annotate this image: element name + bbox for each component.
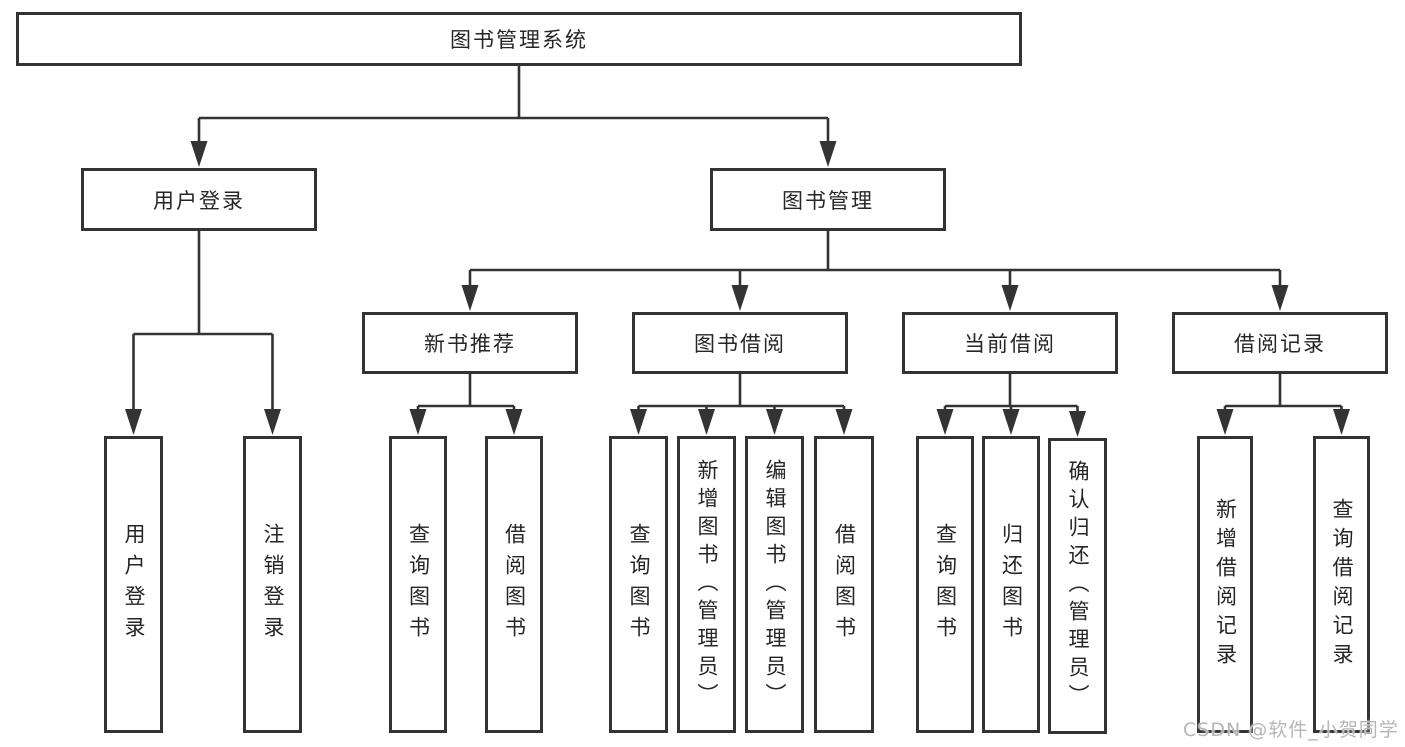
arrowhead-icon [1001, 285, 1019, 311]
connector-currentborrow-to-leaves [943, 374, 1079, 413]
arrowhead-icon [125, 409, 142, 435]
connector-newbookrec-to-leaves [416, 374, 516, 411]
node-book-management: 图书管理 [710, 168, 946, 231]
arrowhead-icon [766, 409, 783, 435]
connector-borrowrecord-to-leaves [1223, 374, 1343, 411]
connector-bookborrow-to-leaves [637, 374, 846, 411]
leaf-confirm-return-admin: 确认归还（管理员） [1048, 438, 1107, 734]
arrowhead-icon [409, 409, 427, 435]
arrowhead-icon [505, 409, 523, 435]
leaf-query-books-recommend: 查询图书 [389, 436, 447, 733]
node-user-login: 用户登录 [81, 168, 317, 231]
node-book-borrowing: 图书借阅 [632, 312, 848, 374]
leaf-query-books-current: 查询图书 [916, 436, 974, 733]
leaf-query-borrow-record: 查询借阅记录 [1313, 436, 1370, 733]
node-borrowing-records: 借阅记录 [1172, 312, 1388, 374]
arrowhead-icon [461, 285, 479, 311]
arrowhead-icon [1333, 409, 1350, 435]
arrowhead-icon [731, 285, 749, 311]
leaf-borrow-books-recommend: 借阅图书 [485, 436, 543, 733]
arrowhead-icon [264, 409, 281, 435]
arrowheads [125, 141, 1350, 437]
arrowhead-icon [835, 409, 853, 435]
leaf-edit-books-admin: 编辑图书（管理员） [745, 436, 804, 733]
connector-bookmgmt-to-level3 [468, 231, 1282, 287]
leaf-return-books: 归还图书 [982, 436, 1040, 733]
arrowhead-icon [698, 409, 715, 435]
connector-paths [132, 66, 1343, 413]
leaf-query-books-borrowing: 查询图书 [609, 436, 668, 733]
leaf-add-books-admin: 新增图书（管理员） [677, 436, 736, 733]
arrowhead-icon [1216, 409, 1234, 435]
arrowhead-icon [1271, 285, 1289, 311]
leaf-logout: 注销登录 [243, 436, 302, 733]
arrowhead-icon [630, 409, 647, 435]
connector-userlogin-to-leaves [132, 231, 274, 412]
node-current-borrowing: 当前借阅 [902, 312, 1118, 374]
connector-root-to-level2 [197, 66, 830, 144]
arrowhead-icon [1002, 409, 1020, 435]
arrowhead-icon [819, 141, 837, 167]
node-root-system: 图书管理系统 [16, 12, 1022, 66]
leaf-user-login: 用户登录 [104, 436, 163, 733]
leaf-add-borrow-record: 新增借阅记录 [1197, 436, 1253, 733]
arrowhead-icon [1069, 411, 1086, 437]
csdn-watermark: CSDN @软件_小贺同学 [1183, 719, 1399, 741]
arrowhead-icon [936, 409, 954, 435]
leaf-borrow-books-borrowing: 借阅图书 [814, 436, 874, 733]
node-new-book-recommend: 新书推荐 [362, 312, 578, 374]
arrowhead-icon [190, 141, 208, 167]
